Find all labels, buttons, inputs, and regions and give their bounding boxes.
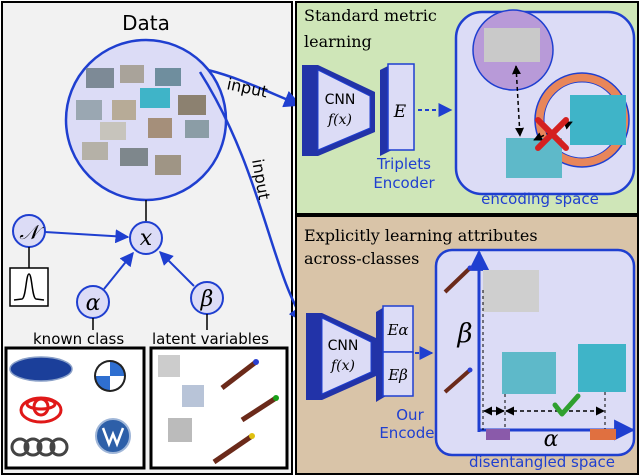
arrow-normal-to-x xyxy=(44,229,130,244)
caption-triplets: Triplets xyxy=(376,155,431,173)
disentangled-space-caption: disentangled space xyxy=(469,453,615,471)
explicit-title-2: across-classes xyxy=(304,249,419,268)
caption-encoder-standard: Encoder xyxy=(373,174,435,192)
fx-label-standard: f(x) xyxy=(327,112,352,128)
arrow-alpha-to-x xyxy=(103,251,134,290)
standard-title-2: learning xyxy=(304,32,372,51)
car-image-2 xyxy=(570,95,626,145)
encoder-symbol-standard: E xyxy=(393,102,407,122)
encoder-alpha-label: Eα xyxy=(386,321,408,339)
positive-pair-distance xyxy=(511,65,525,137)
label-latent-variables: latent variables xyxy=(152,330,269,348)
fx-label-explicit: f(x) xyxy=(330,358,355,374)
toyota-logo-icon xyxy=(19,396,63,424)
encoder-block-standard xyxy=(387,63,415,151)
beta-axis-label: β xyxy=(456,319,472,349)
cnn-label-standard: CNN xyxy=(325,92,356,108)
car-image-upper xyxy=(483,270,539,312)
node-x-label: x xyxy=(140,226,153,251)
input-arrow-standard xyxy=(207,68,302,108)
car-image-middle xyxy=(502,352,556,394)
class-marker-orange xyxy=(590,429,616,440)
red-cross-icon xyxy=(535,117,569,151)
explicit-title-1: Explicitly learning attributes xyxy=(304,226,538,245)
latent-thumbnails xyxy=(158,355,279,465)
alpha-axis-label: α xyxy=(544,427,559,452)
car-image-3 xyxy=(506,138,562,178)
encoder-alpha-block xyxy=(382,305,414,353)
gaussian-curve xyxy=(13,273,45,301)
audi-logo-icon xyxy=(10,437,69,457)
encoder-beta-label: Eβ xyxy=(387,366,408,384)
encoder-beta-block xyxy=(382,351,414,397)
ford-logo-icon xyxy=(9,356,73,382)
cnn-label-explicit: CNN xyxy=(328,338,359,354)
class-marker-purple xyxy=(486,429,510,440)
green-check-icon xyxy=(552,393,581,417)
car-thumbnails xyxy=(76,65,209,175)
standard-title-1: Standard metric xyxy=(304,6,437,25)
pencil-icon-lower xyxy=(443,368,472,394)
node-beta-label: β xyxy=(200,287,214,312)
arrow-beta-to-x xyxy=(159,251,195,287)
car-image-1 xyxy=(484,28,540,62)
car-image-right xyxy=(578,344,626,392)
data-title: Data xyxy=(122,11,170,35)
pencil-icon-upper xyxy=(443,266,472,294)
node-x xyxy=(129,221,163,255)
caption-encoder-explicit: Encoder xyxy=(379,424,441,442)
caption-our: Our xyxy=(396,406,424,424)
input-arrow-explicit xyxy=(198,71,307,324)
label-known-class: known class xyxy=(33,330,124,348)
encoding-space-caption: encoding space xyxy=(481,190,599,208)
node-alpha-label: α xyxy=(86,291,101,316)
